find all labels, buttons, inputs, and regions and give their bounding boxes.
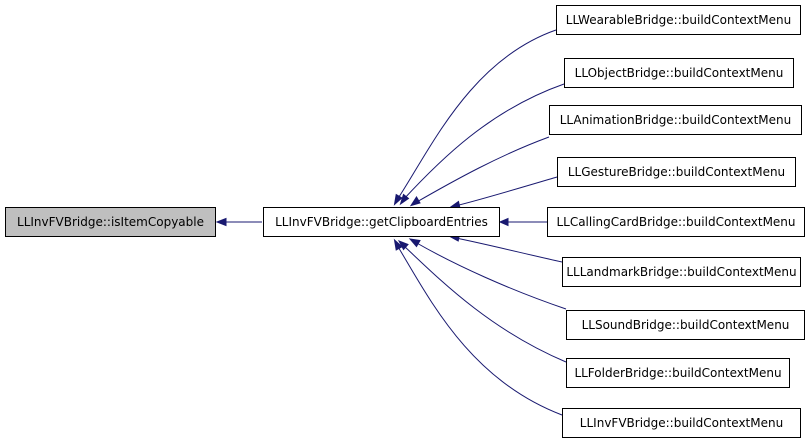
- edge-folder-to-get-clipboard-entries: [397, 240, 567, 363]
- edge-gesture-to-get-clipboard-entries: [448, 176, 558, 209]
- node-landmark-label: LLLandmarkBridge::buildContextMenu: [566, 265, 796, 279]
- node-object-label: LLObjectBridge::buildContextMenu: [575, 66, 784, 80]
- node-gesture-build-context-menu[interactable]: LLGestureBridge::buildContextMenu: [557, 157, 796, 187]
- node-sound-build-context-menu[interactable]: LLSoundBridge::buildContextMenu: [566, 310, 805, 340]
- edge-sound-to-get-clipboard-entries: [408, 238, 567, 310]
- node-inv-fv-label: LLInvFVBridge::buildContextMenu: [580, 416, 783, 430]
- node-wearable-build-context-menu[interactable]: LLWearableBridge::buildContextMenu: [556, 5, 801, 35]
- node-gesture-label: LLGestureBridge::buildContextMenu: [568, 165, 785, 179]
- node-animation-label: LLAnimationBridge::buildContextMenu: [560, 113, 792, 127]
- edge-inv-fv-to-get-clipboard-entries: [393, 238, 563, 416]
- node-object-build-context-menu[interactable]: LLObjectBridge::buildContextMenu: [564, 58, 794, 88]
- node-get-clipboard-entries-label: LLInvFVBridge::getClipboardEntries: [275, 215, 488, 229]
- edge-object-to-get-clipboard-entries: [399, 83, 565, 206]
- edge-get-clipboard-entries-to-is-item-copyable: [215, 217, 262, 227]
- edge-landmark-to-get-clipboard-entries: [448, 233, 563, 263]
- node-is-item-copyable-label: LLInvFVBridge::isItemCopyable: [17, 215, 204, 229]
- node-sound-label: LLSoundBridge::buildContextMenu: [582, 318, 790, 332]
- node-landmark-build-context-menu[interactable]: LLLandmarkBridge::buildContextMenu: [562, 257, 801, 287]
- node-animation-build-context-menu[interactable]: LLAnimationBridge::buildContextMenu: [549, 105, 802, 135]
- node-inv-fv-build-context-menu[interactable]: LLInvFVBridge::buildContextMenu: [562, 408, 801, 438]
- node-is-item-copyable: LLInvFVBridge::isItemCopyable: [5, 207, 216, 237]
- edge-calling-card-to-get-clipboard-entries: [498, 217, 547, 227]
- node-get-clipboard-entries[interactable]: LLInvFVBridge::getClipboardEntries: [263, 207, 500, 237]
- node-wearable-label: LLWearableBridge::buildContextMenu: [566, 13, 791, 27]
- node-calling-card-label: LLCallingCardBridge::buildContextMenu: [556, 215, 795, 229]
- edge-animation-to-get-clipboard-entries: [409, 136, 550, 207]
- node-folder-build-context-menu[interactable]: LLFolderBridge::buildContextMenu: [566, 358, 790, 388]
- edge-wearable-to-get-clipboard-entries: [393, 29, 557, 206]
- node-calling-card-build-context-menu[interactable]: LLCallingCardBridge::buildContextMenu: [547, 207, 805, 237]
- node-folder-label: LLFolderBridge::buildContextMenu: [574, 366, 781, 380]
